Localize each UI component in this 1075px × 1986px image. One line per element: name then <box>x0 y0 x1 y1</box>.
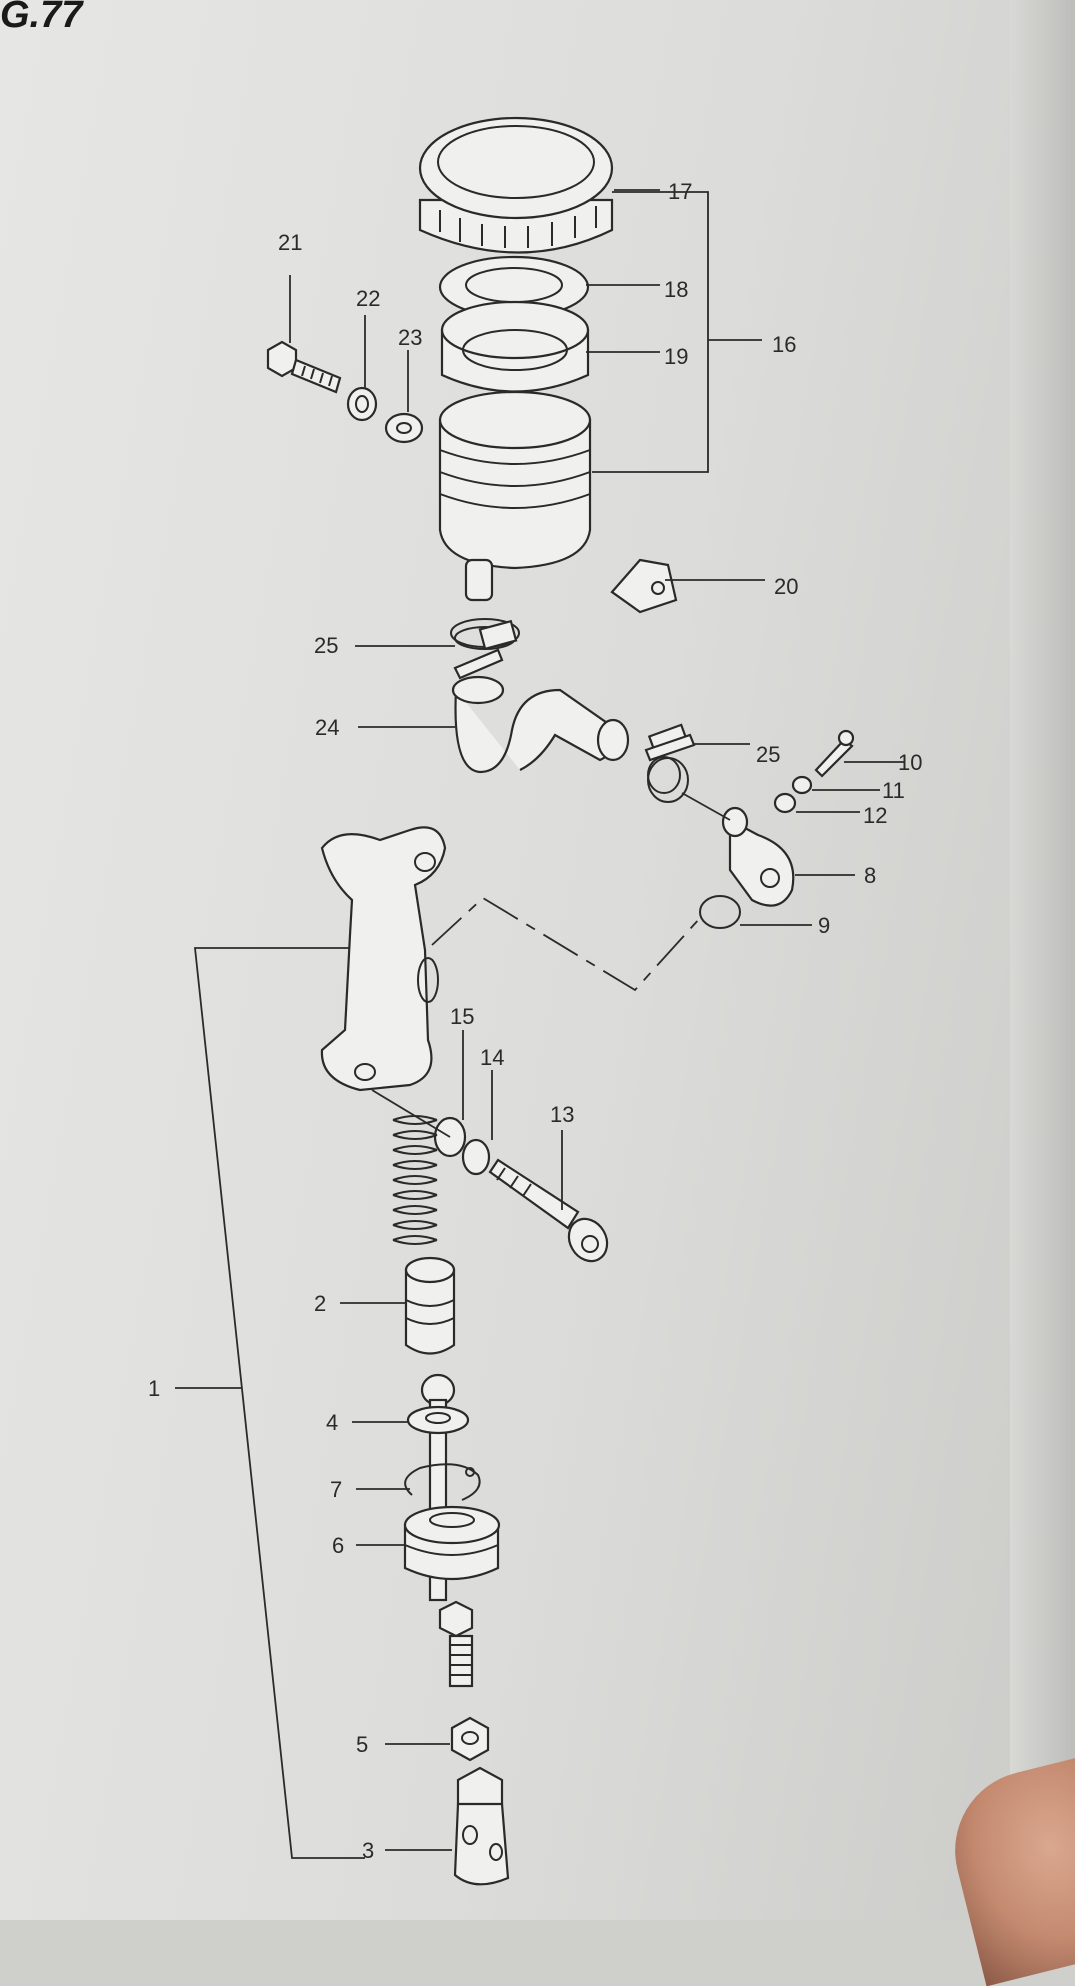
part-19-diaphragm <box>440 300 590 393</box>
part-22-washer <box>346 386 378 422</box>
part-2-piston <box>404 1256 456 1355</box>
callout-11: 11 <box>882 778 905 803</box>
return-spring <box>392 1115 438 1245</box>
reservoir-body <box>438 390 592 602</box>
callout-18: 18 <box>664 277 688 302</box>
callout-12: 12 <box>863 803 887 828</box>
callout-20: 20 <box>774 574 798 599</box>
callout-1: 1 <box>148 1376 160 1401</box>
callout-17: 17 <box>668 179 692 204</box>
callout-5: 5 <box>356 1732 368 1757</box>
part-8-hose-joint <box>721 806 795 907</box>
part-1-master-cylinder-body <box>320 826 447 1092</box>
leader-lines <box>175 189 905 1851</box>
callout-21: 21 <box>278 230 302 255</box>
callout-4: 4 <box>326 1410 338 1435</box>
callout-19: 19 <box>664 344 688 369</box>
part-5-nut <box>450 1716 490 1762</box>
assembly-line-body-joint <box>431 896 701 992</box>
callout-14: 14 <box>480 1045 504 1070</box>
figure-label: G.77 <box>0 0 83 36</box>
callout-7: 7 <box>330 1477 342 1502</box>
callout-15: 15 <box>450 1004 474 1029</box>
push-rod-end <box>438 1600 474 1688</box>
callout-numbers: 17 18 19 16 21 22 23 20 25 24 25 10 11 1… <box>148 179 922 1863</box>
part-25-hose-clip-upper <box>450 618 520 680</box>
part-9-o-ring <box>699 895 741 929</box>
callout-bracket-16 <box>592 191 762 473</box>
part-25-hose-clip-lower <box>644 723 696 803</box>
exploded-parts-diagram: 17 18 19 16 21 22 23 20 25 24 25 10 11 1… <box>148 116 922 1886</box>
part-3-clevis <box>453 1766 510 1886</box>
part-11-washer <box>791 775 813 795</box>
callout-24: 24 <box>315 715 339 740</box>
part-21-bolt <box>266 340 342 394</box>
part-23-washer <box>384 412 424 444</box>
callout-8: 8 <box>864 863 876 888</box>
callout-23: 23 <box>398 325 422 350</box>
assembly-line-hose-joint <box>681 792 731 821</box>
part-24-hose <box>451 675 630 774</box>
part-10-screw <box>814 729 855 778</box>
callout-6: 6 <box>332 1533 344 1558</box>
part-13-bolt <box>488 1158 609 1263</box>
callout-16: 16 <box>772 332 796 357</box>
callout-25-lower: 25 <box>756 742 780 767</box>
part-7-circlip <box>404 1463 481 1501</box>
assembly-line-body-washer <box>371 1089 451 1138</box>
callout-25-upper: 25 <box>314 633 338 658</box>
part-20-clamp <box>610 558 678 614</box>
callout-10: 10 <box>898 750 922 775</box>
callout-9: 9 <box>818 913 830 938</box>
part-12-washer <box>773 792 797 814</box>
callout-2: 2 <box>314 1291 326 1316</box>
callout-13: 13 <box>550 1102 574 1127</box>
callout-3: 3 <box>362 1838 374 1863</box>
callout-bracket-1 <box>193 947 365 1859</box>
part-17-reservoir-cap <box>418 116 614 254</box>
part-6-boot <box>403 1505 501 1581</box>
next-page-edge <box>1010 0 1075 1920</box>
callout-22: 22 <box>356 286 380 311</box>
part-14-washer <box>461 1138 491 1176</box>
